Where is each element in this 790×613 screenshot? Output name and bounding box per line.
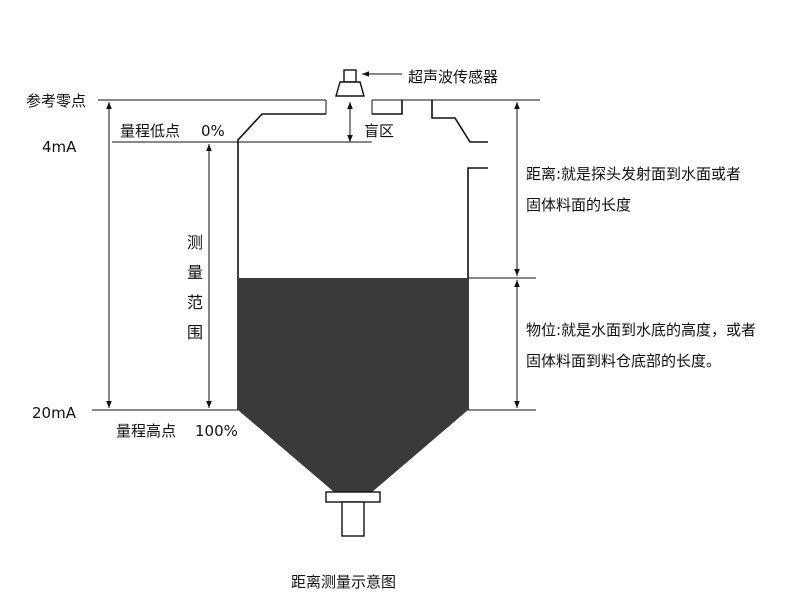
measure-range-char-4: 围 <box>187 323 203 342</box>
measure-range-char-3: 范 <box>187 293 203 312</box>
sensor-label: 超声波传感器 <box>408 68 498 86</box>
tank-right-wall <box>467 167 488 410</box>
sensor-horn-icon <box>335 81 365 97</box>
tank-left-wall <box>237 113 326 410</box>
range-low-label: 量程低点 <box>120 122 180 140</box>
tank-top-right-flange <box>372 100 403 115</box>
outlet-pipe <box>341 501 365 537</box>
sensor-body-icon <box>343 69 357 83</box>
diagram-caption: 距离测量示意图 <box>291 573 396 591</box>
distance-desc-line1: 距离:就是探头发射面到水面或者 <box>526 165 741 183</box>
level-desc-line1: 物位:就是水面到水底的高度，或者 <box>526 321 756 339</box>
current-low-label: 4mA <box>42 138 77 156</box>
blind-zone-label: 盲区 <box>364 122 394 140</box>
tank-top-right-shoulder <box>431 100 488 143</box>
range-high-label: 量程高点 <box>116 422 176 440</box>
measure-range-char-1: 测 <box>187 233 203 252</box>
outlet-flange <box>325 491 381 503</box>
reference-zero-label: 参考零点 <box>26 92 86 110</box>
current-high-label: 20mA <box>32 404 77 422</box>
range-high-pct-label: 100% <box>195 422 238 440</box>
measure-range-char-2: 量 <box>187 263 203 282</box>
distance-desc-line2: 固体料面的长度 <box>526 196 631 214</box>
material-fill <box>238 278 468 492</box>
range-low-pct-label: 0% <box>201 122 225 140</box>
level-desc-line2: 固体料面到料仓底部的长度。 <box>526 352 721 370</box>
